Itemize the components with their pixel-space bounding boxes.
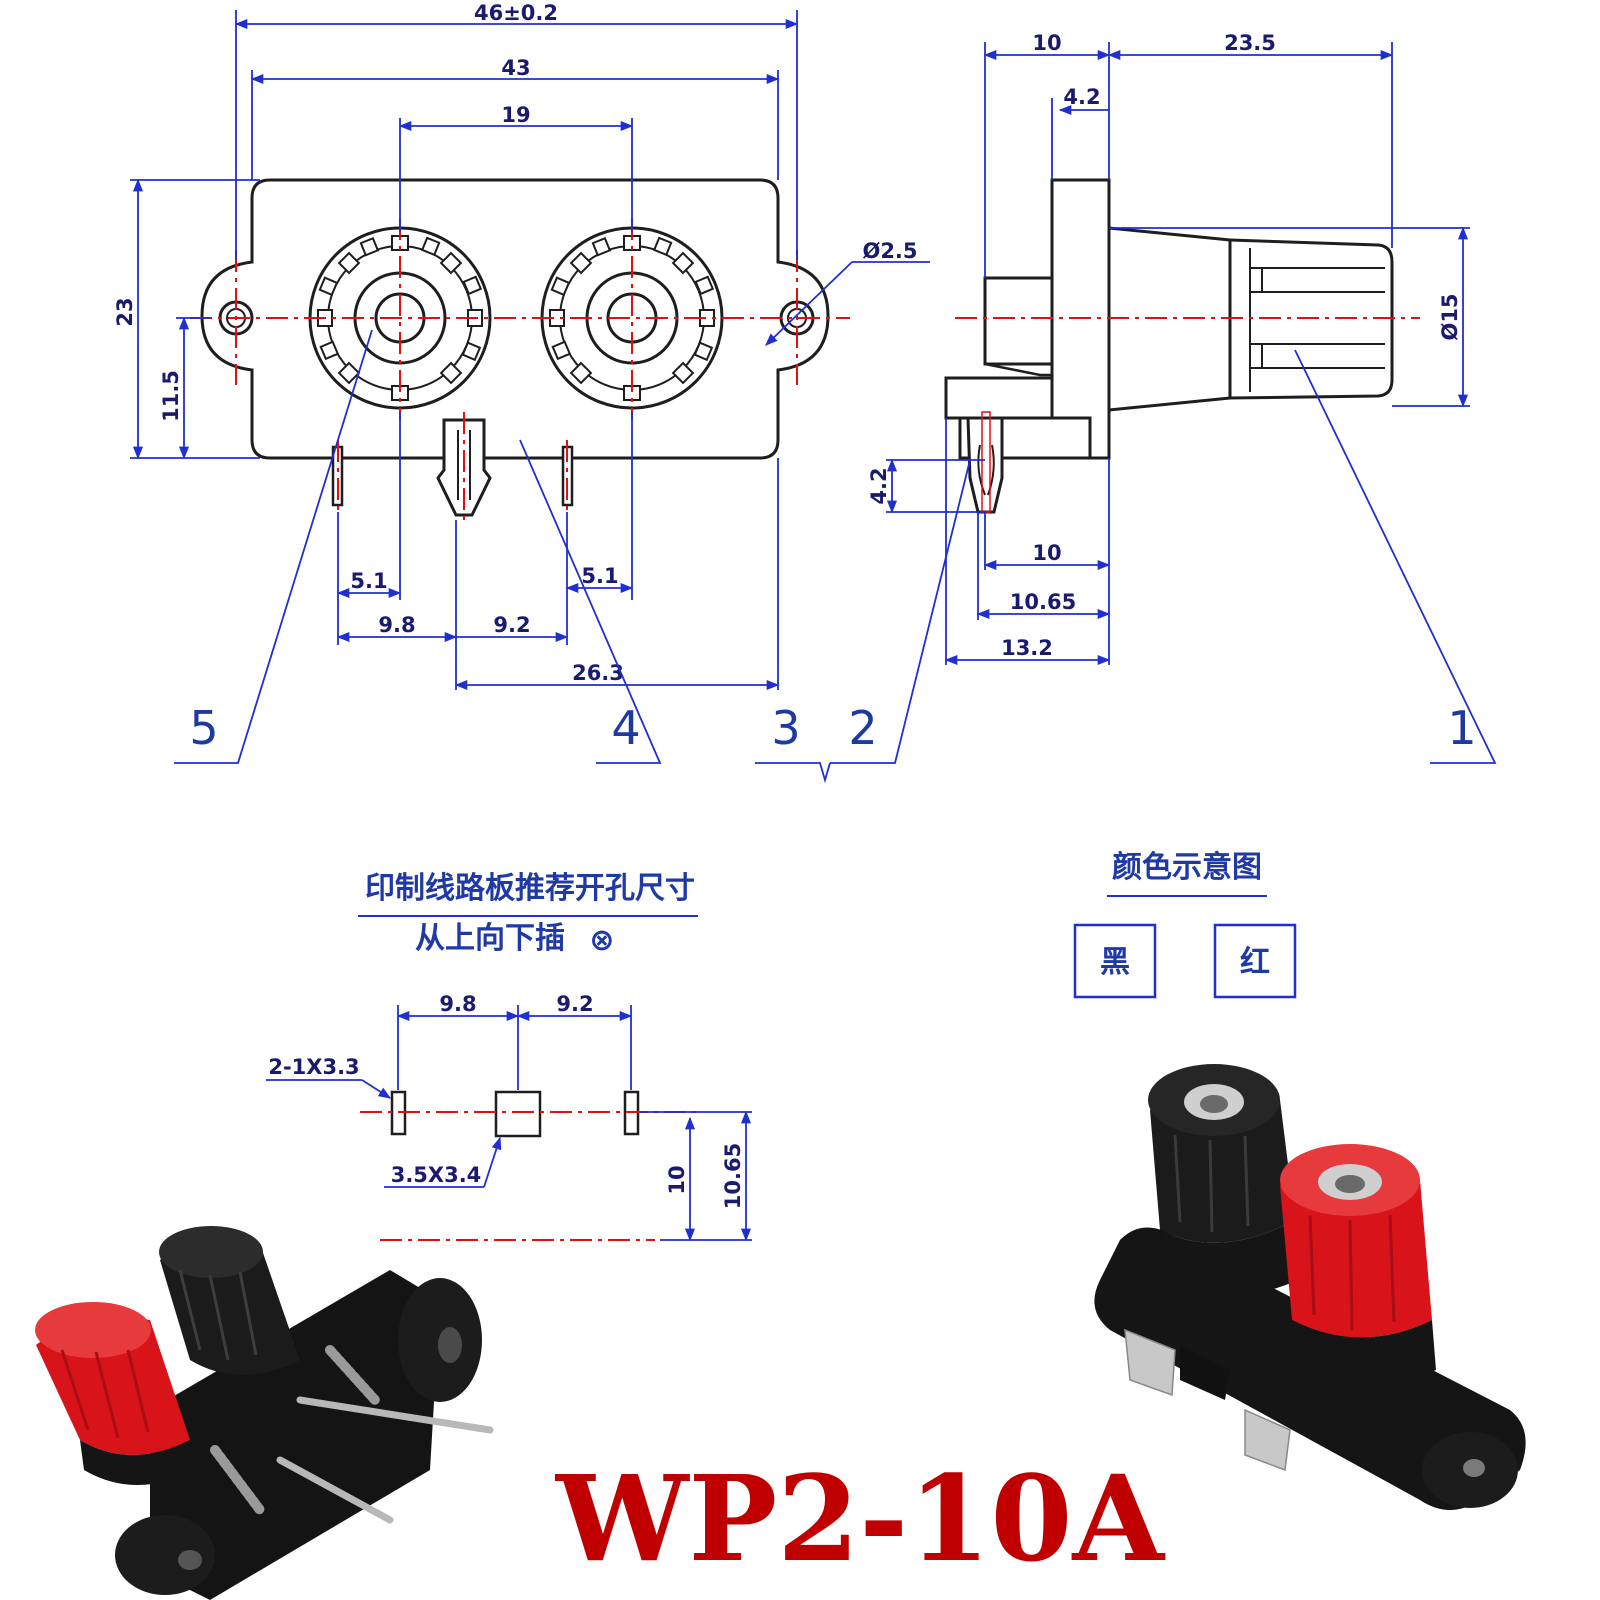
dim-center-height: 11.5 (159, 370, 183, 422)
color-label-black: 黑 (1100, 945, 1130, 980)
pcb-dim-v-b: 10.65 (721, 1143, 745, 1209)
dim-body: 43 (501, 56, 530, 80)
front-view: 46±0.2 43 19 23 11.5 Ø2.5 5.1 5.1 9.8 9.… (113, 1, 930, 691)
dim-side-pin-c: 13.2 (1001, 636, 1053, 660)
callout-leaders (174, 329, 1497, 784)
dim-height: 23 (113, 297, 137, 326)
dim-side-pin-b: 10.65 (1010, 590, 1076, 614)
callout-1: 1 (1447, 701, 1476, 755)
callout-4: 4 (611, 701, 640, 755)
pcb-square-label: 3.5X3.4 (391, 1163, 482, 1187)
callout-2: 2 (848, 701, 877, 755)
dim-pin-offset-left: 5.1 (350, 569, 387, 593)
color-label-red: 红 (1240, 945, 1270, 980)
dim-pin-left: 9.8 (378, 613, 415, 637)
color-legend: 颜色示意图 黑 红 (1073, 850, 1297, 999)
dim-pin-offset-right: 5.1 (581, 564, 618, 588)
dim-side-post-length: 23.5 (1224, 31, 1276, 55)
pcb-direction-symbol: ⊗ (589, 923, 614, 958)
side-clip (966, 416, 1004, 514)
dim-side-flange: 10 (1032, 31, 1061, 55)
pcb-dim-left: 9.8 (439, 992, 476, 1016)
pcb-title: 印制线路板推荐开孔尺寸 (365, 871, 695, 906)
pcb-dim-right: 9.2 (556, 992, 593, 1016)
color-legend-title: 颜色示意图 (1112, 850, 1262, 885)
dim-side-clip-height: 4.2 (867, 467, 891, 504)
pcb-subtitle: 从上向下插 (415, 921, 565, 956)
dim-overall: 46±0.2 (474, 1, 558, 25)
pcb-layout: 印制线路板推荐开孔尺寸 从上向下插 ⊗ 9.8 9 (266, 871, 752, 1242)
pcb-square-hole (494, 1090, 542, 1138)
side-lower-bracket (944, 376, 1054, 420)
dim-side-flange-thickness: 4.2 (1063, 85, 1100, 109)
dim-side-post-diameter: Ø15 (1438, 293, 1462, 340)
pcb-slot-label: 2-1X3.3 (268, 1055, 359, 1079)
dim-pin-right: 9.2 (493, 613, 530, 637)
pcb-dim-v-a: 10 (665, 1165, 689, 1194)
model-name: WP2-10A (554, 1449, 1166, 1588)
dim-hole: Ø2.5 (862, 239, 917, 263)
side-rear-boss (983, 276, 1054, 366)
dim-clip-to-edge: 26.3 (572, 661, 624, 685)
callout-3: 3 (771, 701, 800, 755)
color-box-black (1073, 923, 1157, 999)
dim-post-spacing: 19 (501, 103, 530, 127)
product-photo-left (35, 1226, 494, 1600)
product-photo-right (1094, 1064, 1526, 1510)
dim-side-pin-a: 10 (1032, 541, 1061, 565)
color-box-red (1213, 923, 1297, 999)
callout-5: 5 (189, 701, 218, 755)
side-view: 10 23.5 4.2 Ø15 4.2 10 10.65 13.2 (867, 31, 1470, 666)
